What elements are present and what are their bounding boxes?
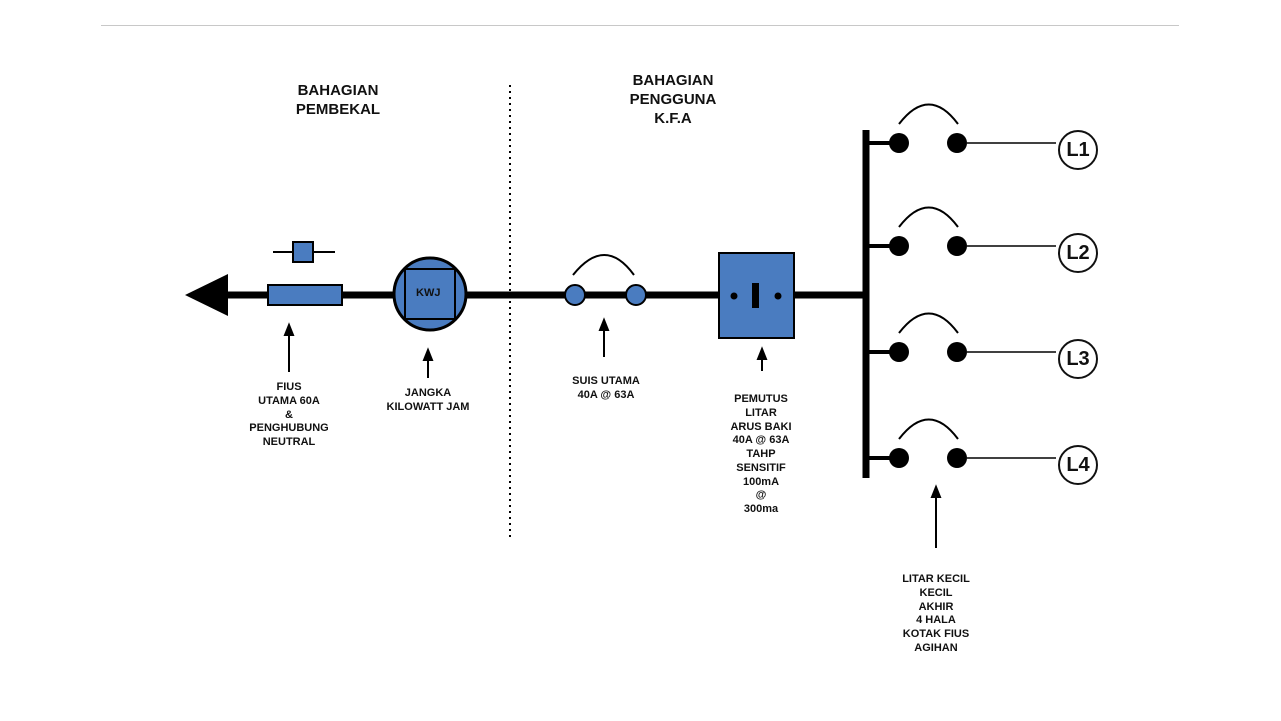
branch-circuit-L3 xyxy=(866,312,1056,362)
circuit-label-l2: L2 xyxy=(1058,233,1098,273)
rccb-bar xyxy=(752,283,759,308)
final-circuits-caption: LITAR KECIL KECIL AKHIR 4 HALA KOTAK FIU… xyxy=(902,573,970,654)
rccb-caption: PEMUTUS LITAR ARUS BAKI 40A @ 63A TAHP S… xyxy=(730,393,792,515)
main-switch-contact-left xyxy=(564,284,586,306)
main-switch-contact-right xyxy=(625,284,647,306)
rccb-pointer-arrow xyxy=(756,346,768,371)
circuit-label-l3: L3 xyxy=(1058,339,1098,379)
kwh-meter-inner-square xyxy=(404,268,456,320)
supply-section-heading: BAHAGIAN PEMBEKAL xyxy=(295,82,381,118)
main-fuse-symbol xyxy=(267,284,343,306)
supply-arrow-icon xyxy=(185,274,228,316)
branch-circuit-L4 xyxy=(866,418,1056,468)
circuit-label-l1: L1 xyxy=(1058,130,1098,170)
consumer-section-heading: BAHAGIAN PENGGUNA K.F.A xyxy=(629,72,717,127)
fuse-pointer-arrow xyxy=(283,322,295,372)
rccb-dot-left xyxy=(730,292,738,300)
branch-circuit-L1 xyxy=(866,103,1056,153)
neutral-link-symbol xyxy=(292,241,314,263)
branch-circuit-L2 xyxy=(866,206,1056,256)
main-fuse-caption: FIUS UTAMA 60A & PENGHUBUNG NEUTRAL xyxy=(249,381,329,448)
final-circuits-pointer-arrow xyxy=(930,484,942,548)
main-switch-arc xyxy=(572,254,635,276)
rccb-dot-right xyxy=(774,292,782,300)
top-divider-line xyxy=(101,25,1179,26)
kwh-meter-caption: JANGKA KILOWATT JAM xyxy=(386,387,470,413)
main-switch-caption: SUIS UTAMA 40A @ 63A xyxy=(572,375,640,401)
meter-pointer-arrow xyxy=(422,347,434,378)
main-switch-pointer-arrow xyxy=(598,317,610,357)
circuit-label-l4: L4 xyxy=(1058,445,1098,485)
kwh-meter-symbol-label: KWJ xyxy=(416,287,441,299)
